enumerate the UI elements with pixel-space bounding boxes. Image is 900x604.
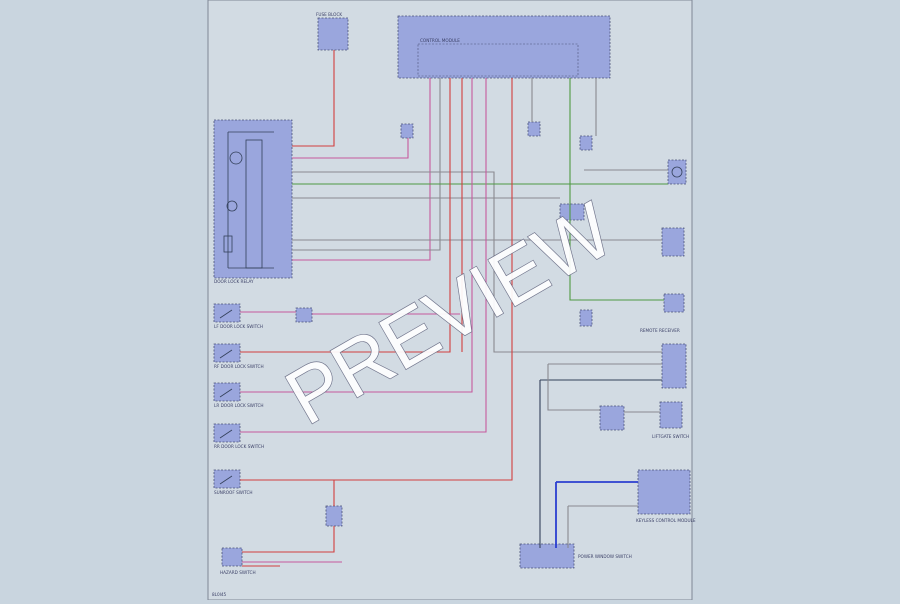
lr-door-lock-switch: LR DOOR LOCK SWITCH xyxy=(213,382,264,408)
remote-receiver-label: REMOTE RECEIVER xyxy=(640,328,680,333)
splice-7 xyxy=(325,505,343,527)
splice-4 xyxy=(559,203,585,221)
splice-2 xyxy=(527,121,541,137)
sunroof-switch: SUNROOF SWITCH xyxy=(213,469,253,495)
rf-door-lock-switch: RF DOOR LOCK SWITCH xyxy=(213,343,264,369)
power-window-switch xyxy=(519,543,575,569)
splice-6 xyxy=(579,309,593,327)
mid-right-relay xyxy=(599,405,625,431)
control-module: CONTROL MODULE xyxy=(397,15,611,79)
power-window-switch-label: POWER WINDOW SWITCH xyxy=(578,554,632,559)
right-connector-2 xyxy=(661,227,685,257)
lf-door-lock-switch: LF DOOR LOCK SWITCH xyxy=(213,303,263,329)
rf-switch-label: RF DOOR LOCK SWITCH xyxy=(214,364,264,369)
splice-3 xyxy=(579,135,593,151)
door-lock-relay: DOOR LOCK RELAY xyxy=(213,119,293,284)
lf-switch-label: LF DOOR LOCK SWITCH xyxy=(214,324,263,329)
liftgate-switch-label: LIFTGATE SWITCH xyxy=(652,434,689,439)
splice-5 xyxy=(295,307,313,323)
right-connector-3 xyxy=(663,293,685,313)
bottom-left-connector: HAZARD SWITCH xyxy=(220,547,256,575)
fuse-block-label: FUSE BLOCK xyxy=(316,12,342,17)
hazard-switch-label: HAZARD SWITCH xyxy=(220,570,256,575)
right-connector-1 xyxy=(667,159,687,185)
lr-switch-label: LR DOOR LOCK SWITCH xyxy=(214,403,264,408)
top-fuse-box: FUSE BLOCK xyxy=(316,12,349,51)
rr-door-lock-switch: RR DOOR LOCK SWITCH xyxy=(213,423,264,449)
sunroof-switch-label: SUNROOF SWITCH xyxy=(214,490,253,495)
wires xyxy=(240,50,668,567)
footer-code: 8L0I45 xyxy=(212,592,227,597)
liftgate-switch xyxy=(659,401,683,429)
remote-receiver xyxy=(661,343,687,389)
door-lock-relay-label: DOOR LOCK RELAY xyxy=(214,279,254,284)
keyless-module-label: KEYLESS CONTROL MODULE xyxy=(636,518,696,523)
splice-1 xyxy=(400,123,414,139)
rr-switch-label: RR DOOR LOCK SWITCH xyxy=(214,444,264,449)
control-module-label: CONTROL MODULE xyxy=(420,38,460,43)
keyless-control-module xyxy=(637,469,691,515)
